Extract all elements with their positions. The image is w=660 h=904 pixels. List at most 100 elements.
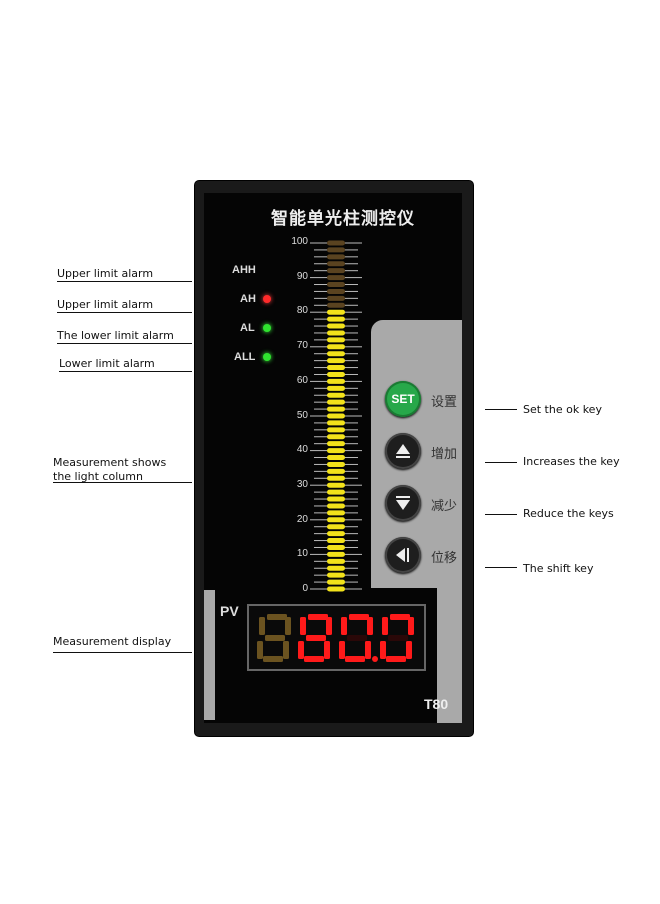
bar-segment-lit [327,378,345,384]
scale-tick-label: 50 [296,409,308,421]
display-segment [326,617,332,635]
scale-tick-label: 60 [296,374,308,386]
callout-ahh-line [57,281,192,282]
bar-segment-lit [327,448,345,454]
display-segment [304,656,324,662]
scale-tick-label: 20 [296,513,308,525]
display-segment [257,641,263,659]
scale-tick-label: 80 [296,305,308,317]
callout-shift-line [485,567,517,568]
bar-segment-lit [327,551,345,557]
display-segment [408,617,414,635]
display-segment [341,617,347,635]
callout-display-line [53,652,192,653]
display-segment [263,656,283,662]
callout-up: Increases the key [523,455,620,468]
scale-tick-label: 90 [296,270,308,282]
bar-segment-unlit [327,240,345,246]
faceplate-edge [204,590,215,720]
bar-segment-lit [327,524,345,530]
display-segment [367,617,373,635]
led-ah [263,295,271,303]
display-segment [265,635,285,641]
callout-ah: Upper limit alarm [57,298,154,311]
bar-segment-lit [327,558,345,564]
bar-segment-unlit [327,275,345,281]
display-segment [300,617,306,635]
shift-button[interactable] [385,537,421,573]
bar-segment-lit [327,475,345,481]
display-segment [308,614,328,620]
increase-button[interactable] [385,433,421,469]
callout-down-line [485,514,517,515]
bar-segment-lit [327,406,345,412]
bar-segment-lit [327,531,345,537]
bar-segment-lit [327,544,345,550]
callout-shift: The shift key [523,562,594,575]
increase-button-label: 增加 [431,447,458,462]
scale-tick-label: 40 [296,444,308,456]
display-segment [345,656,365,662]
bar-segment-unlit [327,247,345,253]
bar-segment-lit [327,586,345,592]
bar-segment-lit [327,420,345,426]
alarm-label-al: AL [240,322,255,334]
bar-segment-lit [327,309,345,315]
set-button[interactable]: SET [385,381,421,417]
pv-label: PV [220,603,239,619]
bar-segment-unlit [327,268,345,274]
bar-segment-lit [327,496,345,502]
callout-up-line [485,462,517,463]
display-segment [283,641,289,659]
display-segment [388,635,408,641]
display-segment [406,641,412,659]
display-segment [259,617,265,635]
callout-set-line [485,409,517,410]
scale-tick-label: 30 [296,478,308,490]
display-segment [382,617,388,635]
bar-segment-lit [327,385,345,391]
bar-segment-lit [327,503,345,509]
callout-column-line [53,482,192,483]
bar-segment-lit [327,455,345,461]
bar-segment-lit [327,358,345,364]
bar-segment-unlit [327,295,345,301]
display-segment [349,614,369,620]
callout-set: Set the ok key [523,403,602,416]
callout-all-line [59,371,192,372]
bar-segment-lit [327,441,345,447]
bar-segment-lit [327,365,345,371]
bar-segment-lit [327,572,345,578]
callout-ah-line [57,312,192,313]
bar-segment-lit [327,579,345,585]
device-title: 智能单光柱测控仪 [271,209,415,229]
bar-segment-lit [327,482,345,488]
display-segment [267,614,287,620]
scale-tick-label: 100 [291,236,308,247]
seven-segment-readout [257,614,414,662]
bar-segment-lit [327,337,345,343]
decrease-button[interactable] [385,485,421,521]
callout-ahh: Upper limit alarm [57,267,154,280]
decrease-icon [396,496,410,510]
bar-segment-lit [327,434,345,440]
bar-segment-unlit [327,254,345,260]
bar-segment-lit [327,351,345,357]
display-segment [298,641,304,659]
shift-button-label: 位移 [431,551,458,566]
bar-segment-lit [327,392,345,398]
alarm-label-ahh: AHH [232,264,256,276]
callout-all: Lower limit alarm [59,357,155,370]
display-decimal-point [372,656,378,662]
display-segment [347,635,367,641]
bar-segment-lit [327,489,345,495]
callout-al: The lower limit alarm [57,329,174,342]
callout-down: Reduce the keys [523,507,614,520]
callout-display: Measurement display [53,635,172,648]
display-segment [306,635,326,641]
increase-icon [396,444,410,458]
scale-tick-label: 70 [296,340,308,352]
alarm-label-all: ALL [234,351,256,363]
model-number: T80 [424,696,449,712]
bar-segment-lit [327,565,345,571]
